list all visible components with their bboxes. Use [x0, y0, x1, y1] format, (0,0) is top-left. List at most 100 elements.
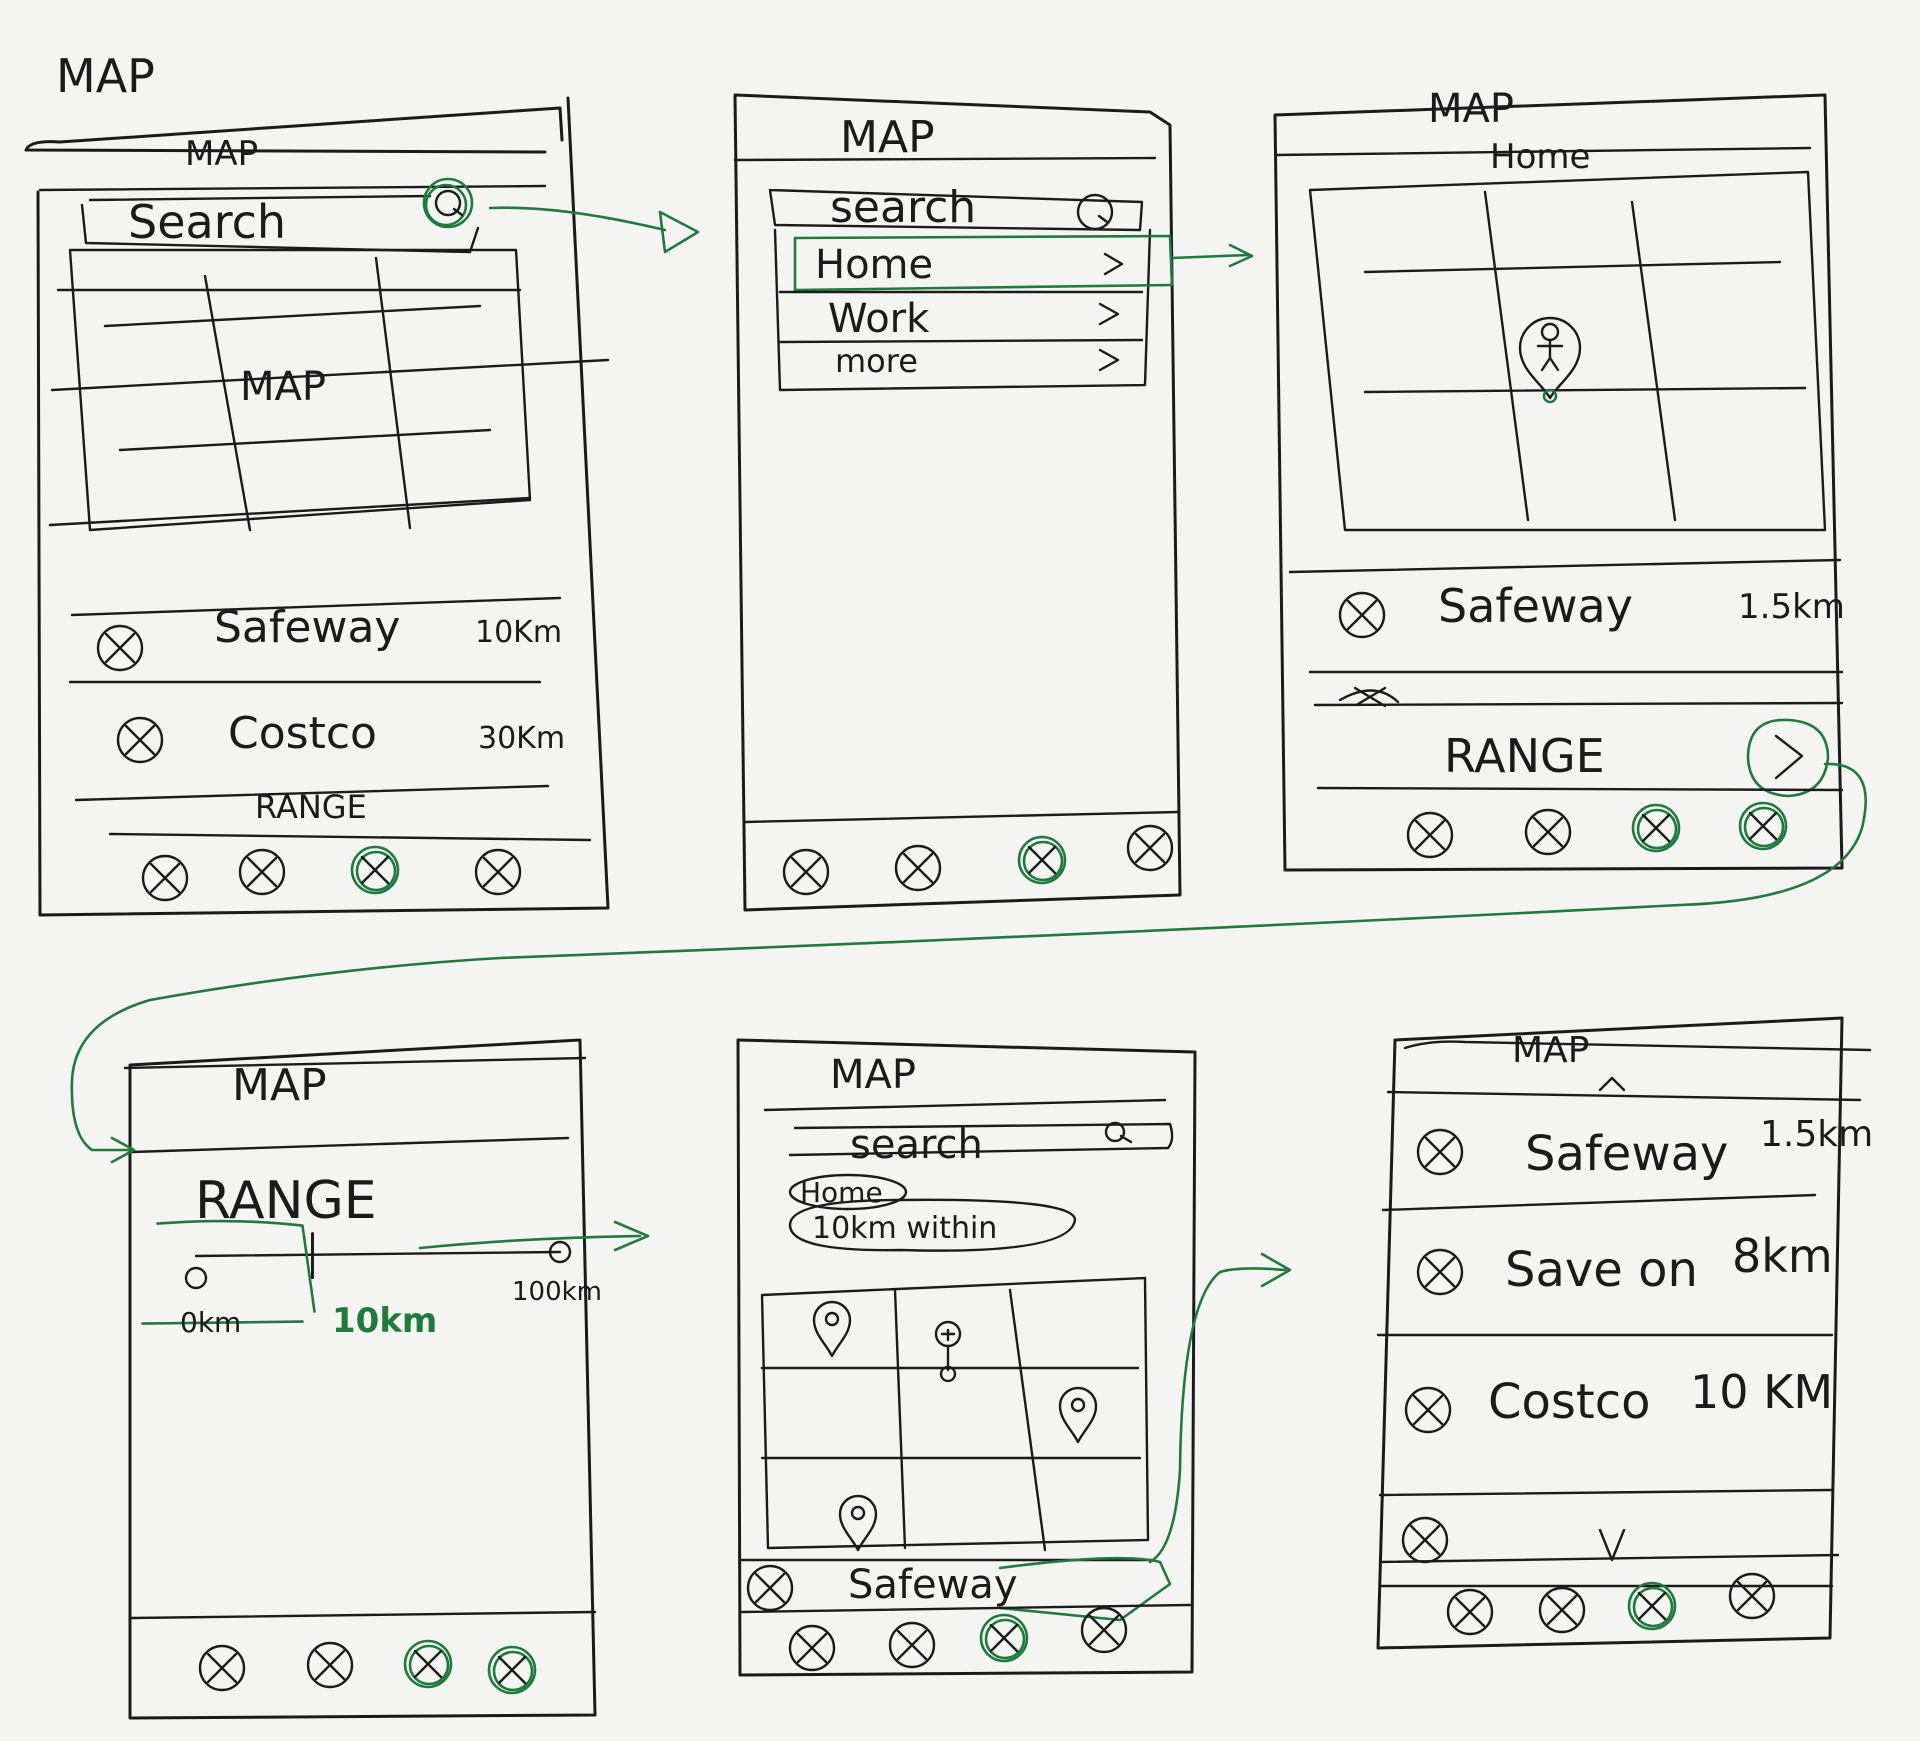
- frame-6-item-2-distance: 8km: [1732, 1229, 1833, 1283]
- circle-x-icon[interactable]: [403, 1639, 453, 1689]
- person-pin-icon: [934, 1320, 962, 1383]
- circle-x-icon[interactable]: [1126, 824, 1174, 872]
- search-icon[interactable]: [1104, 1121, 1133, 1144]
- circle-x-icon[interactable]: [1631, 803, 1681, 853]
- frame-4-range-screen: MAP RANGE 0km 10km 100km: [123, 1038, 602, 1720]
- slider-highlight: [141, 1219, 316, 1325]
- circle-x-icon[interactable]: [1446, 1588, 1494, 1636]
- frame-1-item-1-name: Safeway: [214, 602, 400, 653]
- menu-item-more-label: more: [835, 342, 918, 380]
- search-icon[interactable]: [1076, 193, 1114, 231]
- slider-value-label: 10km: [332, 1301, 437, 1341]
- chip-home[interactable]: Home: [788, 1173, 908, 1211]
- frame-2-search-bar[interactable]: search: [768, 182, 1144, 233]
- list-item[interactable]: Safeway: [746, 1556, 1172, 1622]
- frame-3-home-map: MAP Home Safeway 1.5km RANGE: [1273, 86, 1845, 872]
- circle-x-icon[interactable]: [1524, 808, 1572, 856]
- list-item[interactable]: Costco 10 KM: [1404, 1365, 1833, 1434]
- frame-3-subtitle: Home: [1490, 137, 1590, 177]
- flow-arrow-2-to-3: [1170, 243, 1254, 268]
- list-item[interactable]: [1401, 1516, 1449, 1564]
- chevron-right-icon: [1098, 302, 1120, 326]
- frame-6-item-1-distance: 1.5km: [1760, 1114, 1873, 1155]
- circle-x-icon[interactable]: [1627, 1581, 1677, 1631]
- frame-1-tab-bar: [141, 845, 522, 902]
- search-icon[interactable]: [422, 177, 474, 229]
- chip-within-label: 10km within: [812, 1211, 997, 1246]
- circle-x-icon[interactable]: [198, 1644, 246, 1692]
- range-slider[interactable]: 0km 10km 100km: [141, 1219, 602, 1341]
- frame-1-map-label: MAP: [240, 364, 326, 410]
- slider-min-label: 0km: [180, 1306, 241, 1339]
- menu-item-work-label: Work: [828, 296, 930, 342]
- frame-5-map[interactable]: [760, 1276, 1150, 1552]
- menu-item-more[interactable]: more: [835, 342, 1120, 380]
- frame-1-item-1-distance: 10Km: [475, 615, 562, 650]
- flow-arrow-5-to-6: [1148, 1252, 1292, 1564]
- frame-1-home-screen: MAP Search MAP Safeway 10Km: [24, 96, 610, 917]
- frame-6-title: MAP: [1512, 1030, 1589, 1071]
- frame-1-search-bar[interactable]: Search: [80, 177, 480, 254]
- map-pin-icon[interactable]: [812, 1300, 852, 1358]
- chevron-up-icon[interactable]: [1598, 1076, 1626, 1092]
- frame-6-tab-bar: [1446, 1572, 1776, 1636]
- menu-item-home[interactable]: Home: [793, 234, 1174, 292]
- frame-3-title: MAP: [1428, 86, 1514, 132]
- chevron-right-icon[interactable]: [1746, 718, 1830, 798]
- flow-arrow-1-to-2: [488, 206, 700, 254]
- circle-x-icon: [1404, 1386, 1452, 1434]
- list-item[interactable]: Safeway 10Km: [96, 602, 562, 672]
- chip-home-label: Home: [800, 1176, 883, 1209]
- range-row[interactable]: RANGE: [1444, 718, 1830, 798]
- menu-item-home-label: Home: [815, 242, 933, 288]
- frame-1-search-text: Search: [128, 195, 286, 249]
- circle-x-icon[interactable]: [1017, 835, 1067, 885]
- frame-1-map[interactable]: MAP: [48, 248, 610, 532]
- circle-x-icon[interactable]: [238, 848, 286, 896]
- circle-x-icon[interactable]: [894, 844, 942, 892]
- frame-2-search-menu: MAP search Home Work more: [733, 93, 1182, 912]
- circle-x-icon[interactable]: [1728, 1572, 1776, 1620]
- circle-x-icon[interactable]: [979, 1613, 1029, 1663]
- circle-x-icon[interactable]: [141, 854, 189, 902]
- circle-x-icon[interactable]: [1538, 1586, 1586, 1634]
- circle-x-icon[interactable]: [1080, 1606, 1128, 1654]
- frame-5-title: MAP: [830, 1052, 916, 1098]
- frame-2-search-text: search: [830, 182, 976, 233]
- frame-6-item-2-name: Save on: [1505, 1242, 1698, 1298]
- frame-3-map[interactable]: [1308, 170, 1827, 532]
- flow-arrow-4-to-5: [418, 1220, 650, 1252]
- circle-x-icon[interactable]: [1738, 801, 1788, 851]
- frame-3-item-name: Safeway: [1438, 579, 1633, 633]
- frame-6-results-list: MAP Safeway 1.5km Save on 8km Costco 10 …: [1376, 1016, 1873, 1650]
- frame-3-range-label: RANGE: [1444, 729, 1605, 783]
- person-pin-icon: [1518, 316, 1582, 404]
- map-pin-icon[interactable]: [1058, 1386, 1098, 1444]
- frame-5-search-text: search: [850, 1122, 983, 1168]
- circle-x-icon: [1416, 1248, 1464, 1296]
- list-item[interactable]: Costco 30Km: [116, 708, 565, 764]
- circle-x-icon[interactable]: [888, 1621, 936, 1669]
- circle-x-icon: [1416, 1128, 1464, 1176]
- chevron-down-icon[interactable]: [1598, 1528, 1626, 1562]
- frame-5-results-map: MAP search Home 10km within: [736, 1038, 1197, 1677]
- circle-x-icon[interactable]: [306, 1641, 354, 1689]
- flow-arrows: [70, 206, 1867, 1564]
- flow-arrow-3-to-4: [70, 762, 1867, 1164]
- circle-x-icon: [96, 624, 144, 672]
- circle-x-icon[interactable]: [487, 1645, 537, 1695]
- circle-x-icon[interactable]: [788, 1624, 836, 1672]
- menu-item-work[interactable]: Work: [828, 296, 1120, 342]
- map-pin-icon[interactable]: [838, 1494, 878, 1552]
- circle-x-icon: [116, 716, 164, 764]
- list-item[interactable]: Safeway 1.5km: [1416, 1114, 1873, 1182]
- circle-x-icon[interactable]: [474, 848, 522, 896]
- list-item[interactable]: Safeway 1.5km: [1338, 579, 1845, 639]
- frame-1-range-label[interactable]: RANGE: [255, 788, 367, 826]
- chip-within[interactable]: 10km within: [788, 1198, 1077, 1252]
- frame-5-search-bar[interactable]: search: [788, 1121, 1174, 1168]
- circle-x-icon[interactable]: [1406, 811, 1454, 859]
- circle-x-icon[interactable]: [350, 845, 400, 895]
- circle-x-icon[interactable]: [782, 848, 830, 896]
- list-item[interactable]: Save on 8km: [1416, 1229, 1833, 1298]
